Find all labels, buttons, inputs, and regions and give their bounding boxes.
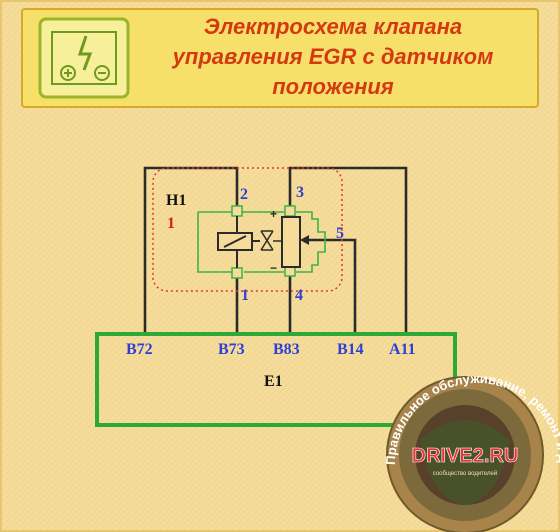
ecu-pin-b83: B83 (273, 341, 300, 358)
title-line-3: положения (272, 74, 394, 99)
ecu-pin-b72: B72 (126, 341, 153, 358)
position-sensor-icon: + − (270, 207, 318, 275)
component-sub-label: 1 (167, 215, 175, 232)
wire-b72 (143, 166, 239, 335)
component-boundary (152, 167, 343, 292)
ecu-pin-b14: B14 (337, 341, 364, 358)
wire-b14 (303, 238, 357, 335)
wires (143, 166, 408, 335)
title-line-2: управления EGR с датчиком (172, 44, 494, 69)
pin-1-label: 1 (241, 287, 249, 304)
component-label: H1 (166, 192, 186, 209)
pin-5-label: 5 (336, 225, 344, 242)
watermark-tagline: сообщество водителей (433, 470, 497, 477)
ecu-pin-b73: B73 (218, 341, 245, 358)
ecu-label: E1 (264, 373, 283, 390)
wire-a11 (288, 166, 408, 335)
pin-2-label: 2 (240, 186, 248, 203)
header-panel (21, 8, 539, 108)
circuit-scroll-icon (38, 17, 130, 99)
watermark-brand: DRIVE2.RU (412, 445, 519, 467)
pin-4-label: 4 (295, 287, 303, 304)
valve-symbol-icon (260, 230, 282, 251)
ecu-pin-a11: A11 (389, 341, 416, 358)
pin-3-label: 3 (296, 184, 304, 201)
svg-text:+: + (270, 207, 277, 221)
header: Электросхема клапана управления EGR с да… (21, 8, 539, 108)
svg-text:−: − (270, 261, 277, 275)
solenoid-coil-icon (217, 216, 260, 268)
title-line-1: Электросхема клапана (204, 14, 462, 39)
